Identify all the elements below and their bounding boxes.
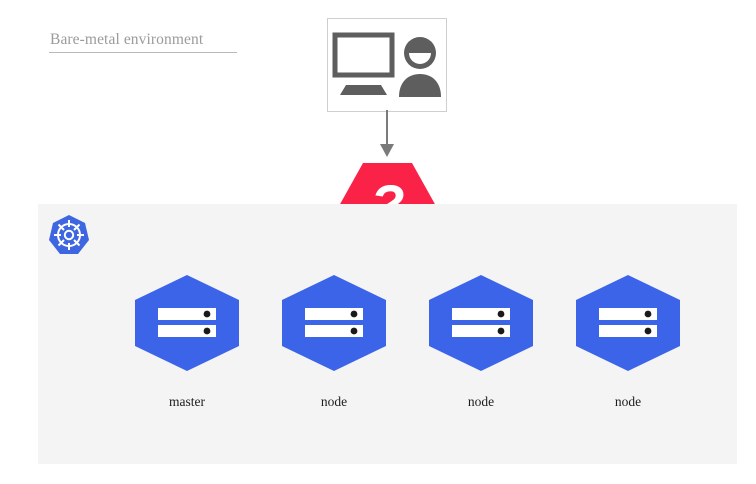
user-icon [399,37,441,97]
server-node-icon [282,275,386,371]
client-workstation-box [327,18,447,112]
page-title: Bare-metal environment [50,31,204,48]
cluster-node-2[interactable]: node [429,275,533,410]
node-hexagon [429,275,533,371]
node-hexagon [282,275,386,371]
cluster-node-3[interactable]: node [576,275,680,410]
server-node-icon [135,275,239,371]
client-icons [332,32,441,97]
cluster-node-master[interactable]: master [135,275,239,410]
node-label: node [467,394,495,409]
node-label: node [614,394,642,409]
kubernetes-logo-icon [49,215,89,254]
node-label: node [320,394,348,409]
node-hexagon [135,275,239,371]
node-hexagon [576,275,680,371]
server-node-icon [429,275,533,371]
page-title-underline [49,52,237,53]
monitor-icon [332,32,395,95]
cluster-node-1[interactable]: node [282,275,386,410]
node-label: master [169,394,205,409]
downward-arrow-icon [380,110,394,157]
server-node-icon [576,275,680,371]
